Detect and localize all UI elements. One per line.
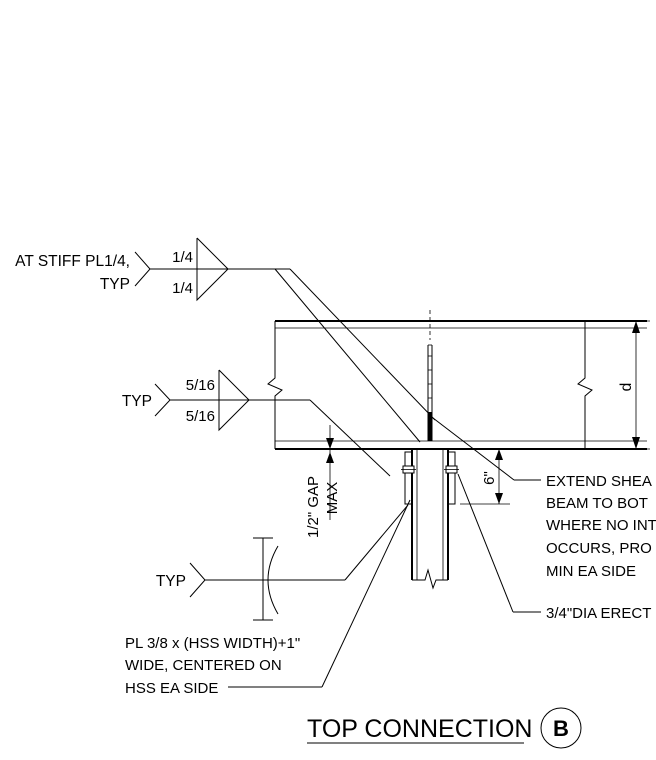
shear-note-line2: BEAM TO BOT xyxy=(546,495,648,512)
beam-depth-label: d xyxy=(618,383,635,392)
shear-plate-note: EXTEND SHEA BEAM TO BOT WHERE NO INT OCC… xyxy=(432,417,656,580)
detail-title-block: TOP CONNECTION B xyxy=(307,707,582,749)
gap-note: 1/2" GAP MAX xyxy=(305,425,405,538)
weld-symbol-stiff: AT STIFF PL1/4, TYP 1/4 1/4 xyxy=(15,237,436,443)
detail-tag: B xyxy=(553,716,569,741)
gap-note-line2: MAX xyxy=(324,482,341,515)
plate-note-line2: WIDE, CENTERED ON xyxy=(125,657,282,674)
stiff-weld-size-top: 1/4 xyxy=(172,249,193,266)
stiff-weld-size-bottom: 1/4 xyxy=(172,280,193,297)
plate-note: PL 3/8 x (HSS WIDTH)+1" WIDE, CENTERED O… xyxy=(125,499,411,697)
bolt-note: 3/4"DIA ERECT xyxy=(457,473,651,622)
weld-symbol-beam: TYP 5/16 5/16 xyxy=(122,369,391,477)
six-inch-dimension: 6" xyxy=(460,448,510,505)
plate-note-line1: PL 3/8 x (HSS WIDTH)+1" xyxy=(125,635,300,652)
detail-title: TOP CONNECTION xyxy=(307,715,533,743)
shear-note-line4: OCCURS, PRO xyxy=(546,540,652,557)
bolt-note-text: 3/4"DIA ERECT xyxy=(546,605,651,622)
beam-weld-label: TYP xyxy=(122,393,152,410)
beam-elevation xyxy=(267,320,647,450)
weld-symbol-flare: TYP xyxy=(156,504,409,621)
stiffener-plate xyxy=(427,310,433,441)
beam-weld-size-top: 5/16 xyxy=(186,377,215,394)
stiff-label-line1: AT STIFF PL1/4, xyxy=(15,253,130,270)
beam-depth-dimension: d xyxy=(600,320,650,450)
six-inch-label: 6" xyxy=(481,471,498,485)
beam-weld-size-bottom: 5/16 xyxy=(186,408,215,425)
gap-note-line1: 1/2" GAP xyxy=(305,476,322,538)
stiff-label-line2: TYP xyxy=(100,276,130,293)
shear-note-line3: WHERE NO INT xyxy=(546,517,656,534)
connection-plates xyxy=(401,451,459,505)
flare-weld-label: TYP xyxy=(156,573,186,590)
plate-note-line3: HSS EA SIDE xyxy=(125,680,218,697)
shear-note-line5: MIN EA SIDE xyxy=(546,563,636,580)
shear-note-line1: EXTEND SHEA xyxy=(546,473,652,490)
